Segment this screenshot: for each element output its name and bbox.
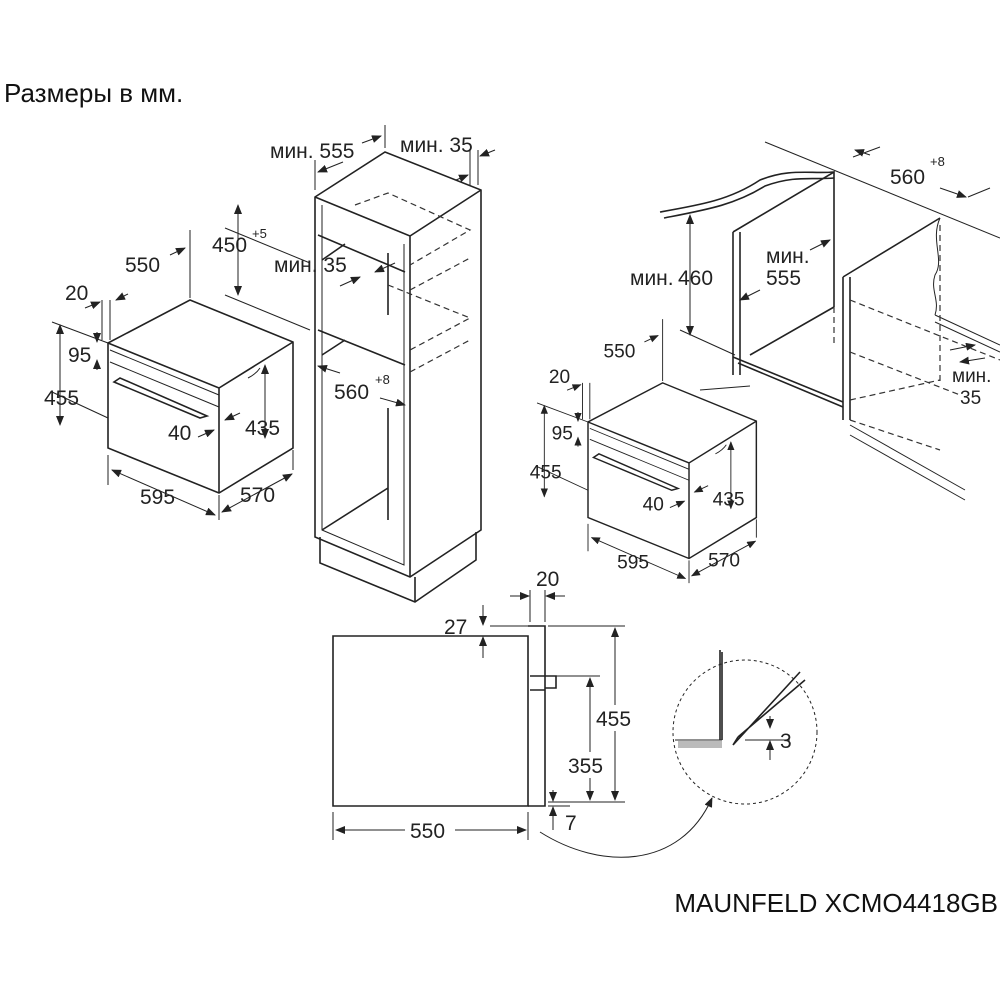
right-oven-width: 595 [617,553,649,574]
left-oven-side-depth: 570 [240,484,275,507]
niche-min-depth-label: мин. [766,245,810,268]
cabinet-min-depth: мин. 555 [270,140,354,163]
right-oven-height: 455 [530,462,562,483]
niche-min-gap: 35 [960,388,981,409]
left-oven-depth: 550 [125,254,160,277]
niche-width-tol: +8 [930,154,945,169]
left-oven-width: 595 [140,486,175,509]
side-view: 20 27 455 355 7 550 [332,568,635,843]
niche-min-gap-label: мин. [952,366,991,387]
right-oven-side-depth: 570 [708,551,740,572]
right-oven-depth: 550 [603,341,635,362]
left-oven-top-panel: 95 [68,344,91,367]
detail-gap: 3 [780,730,792,753]
cabinet-niche-height-tol: +5 [252,226,267,241]
right-oven-inner-height: 435 [713,490,745,511]
niche-width: 560 [890,166,925,189]
cabinet-niche-height: 450 [212,234,247,257]
left-oven-front: 20 [65,282,88,305]
side-front-thickness: 20 [536,568,559,591]
page-title: Размеры в мм. [4,78,184,108]
niche-min-height-label: мин. [630,267,674,290]
side-bottom-offset: 7 [565,812,577,835]
left-oven-handle: 40 [168,422,191,445]
left-oven-inner-height: 435 [245,417,280,440]
cabinet-inner-gap: мин. 35 [274,254,347,277]
under-counter-niche: 560 +8 мин. 460 мин. 555 мин. 35 [630,141,1000,501]
cabinet-min-gap: мин. 35 [400,134,473,157]
niche-min-height: 460 [678,267,713,290]
left-oven: 550 20 95 455 40 435 595 570 [44,230,294,520]
side-top-offset: 27 [444,616,467,639]
right-oven: 550 20 95 455 40 435 595 570 [530,319,758,584]
right-oven-top-panel: 95 [552,423,573,444]
side-height: 455 [596,708,631,731]
side-depth: 550 [410,820,445,843]
right-oven-front: 20 [549,367,570,388]
niche-min-depth: 555 [766,267,801,290]
detail-callout: 3 [539,650,818,858]
side-lower-height: 355 [568,755,603,778]
cabinet-niche-width: 560 [334,381,369,404]
model-name: MAUNFELD XCMO4418GB [674,888,998,918]
cabinet-niche-width-tol: +8 [375,372,390,387]
right-oven-handle: 40 [643,494,664,515]
left-oven-height: 455 [44,387,79,410]
tall-cabinet: мин. 555 мин. 35 450 +5 мин. 35 560 +8 [212,125,496,603]
